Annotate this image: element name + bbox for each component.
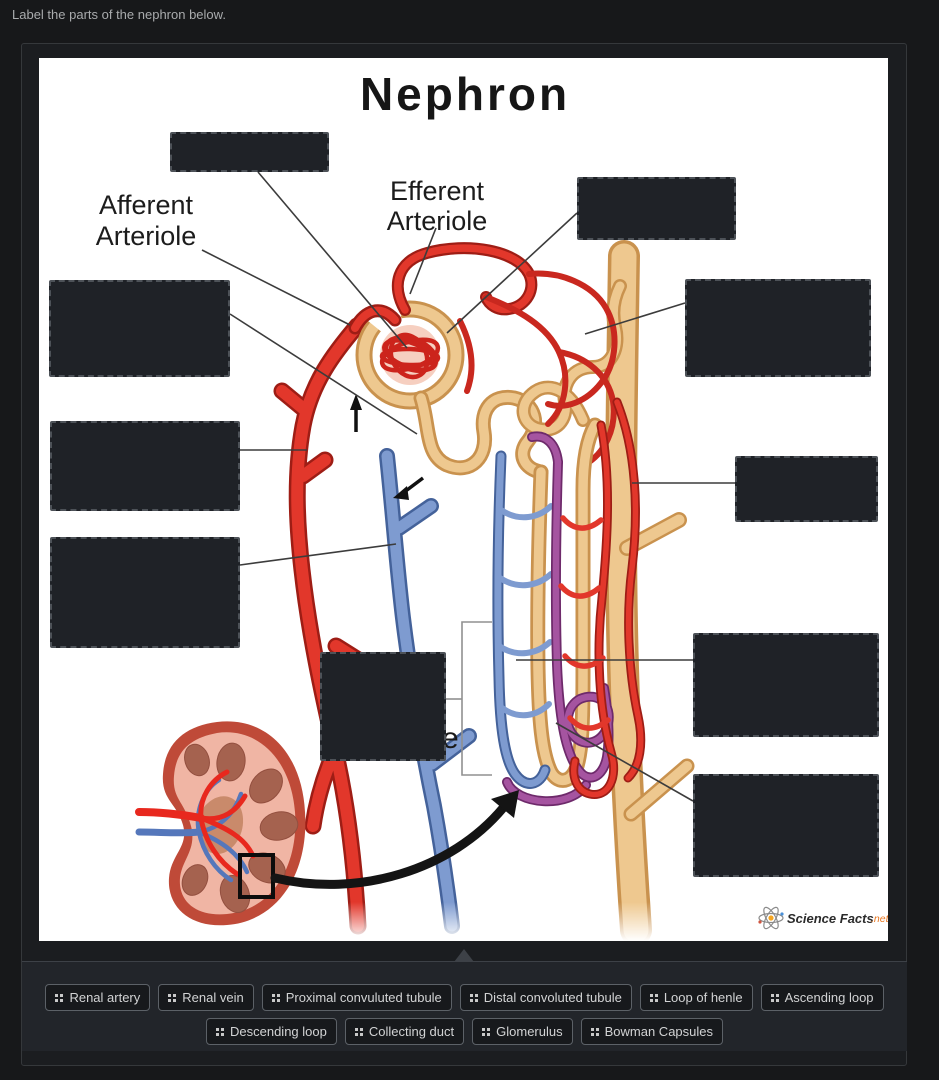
chip-loop-of-henle[interactable]: Loop of henle: [639, 984, 753, 1011]
drop-zone-right-middle[interactable]: [735, 456, 878, 522]
chip-label: Glomerulus: [496, 1024, 563, 1039]
loop-bracket: [446, 621, 492, 776]
drop-zone-top-center[interactable]: [170, 132, 329, 172]
drop-zone-left-middle[interactable]: [50, 421, 240, 511]
chip-distal-convoluted-tubule[interactable]: Distal convoluted tubule: [459, 984, 632, 1011]
drop-zone-left-upper[interactable]: [49, 280, 230, 377]
answer-chip-tray: Renal artery Renal vein Proximal convulu…: [22, 961, 907, 1051]
drag-handle-icon: [354, 1027, 363, 1036]
svg-text:Arteriole: Arteriole: [96, 221, 197, 251]
drag-handle-icon: [770, 993, 779, 1002]
chip-label: Descending loop: [230, 1024, 327, 1039]
drag-handle-icon: [590, 1027, 599, 1036]
logo-tld-text: .net: [871, 913, 888, 925]
proximal-tubule-shape: [413, 389, 549, 480]
chip-row-2: Descending loop Collecting duct Glomerul…: [206, 1018, 723, 1045]
chip-label: Renal artery: [69, 990, 141, 1005]
drag-handle-icon: [216, 1027, 224, 1036]
chip-label: Ascending loop: [784, 990, 874, 1005]
renal-artery-shape: [273, 317, 380, 935]
diagram-canvas: Nephron Afferent Arteriole Efferent Arte…: [39, 58, 888, 941]
chip-label: Collecting duct: [368, 1024, 455, 1039]
atom-icon: [758, 906, 784, 930]
drag-handle-icon: [271, 993, 280, 1002]
drag-handle-icon: [482, 1027, 491, 1036]
chip-renal-vein[interactable]: Renal vein: [158, 984, 254, 1011]
label-lines: [201, 171, 735, 802]
drag-handle-icon: [649, 993, 658, 1002]
instruction-text: Label the parts of the nephron below.: [12, 7, 226, 22]
zoom-arrow: [270, 790, 519, 889]
efferent-arteriole-label: Efferent Arteriole: [387, 176, 488, 236]
drop-zone-right-high[interactable]: [685, 279, 871, 377]
svg-text:Arteriole: Arteriole: [387, 206, 488, 236]
loop-of-henle-shape: [492, 397, 646, 807]
kidney-inset-illustration: [135, 721, 306, 926]
drop-zone-center-bottom[interactable]: [320, 652, 446, 761]
collecting-duct-shape: [605, 240, 695, 941]
chip-label: Renal vein: [182, 990, 244, 1005]
afferent-arteriole-label: Afferent Arteriole: [96, 190, 197, 251]
chip-label: Bowman Capsules: [604, 1024, 713, 1039]
drag-handle-icon: [55, 993, 64, 1002]
tray-caret-icon: [454, 949, 474, 962]
partial-letter-e: e: [442, 722, 459, 755]
sciencefacts-logo: Science Facts .net: [758, 906, 888, 930]
svg-text:Afferent: Afferent: [99, 190, 194, 220]
chip-row-1: Renal artery Renal vein Proximal convulu…: [45, 984, 884, 1011]
nephron-diagram: Nephron Afferent Arteriole Efferent Arte…: [96, 68, 888, 941]
arterioles-shape: [348, 242, 538, 335]
svg-text:Efferent: Efferent: [390, 176, 485, 206]
diagram-title: Nephron: [360, 68, 570, 120]
chip-proximal-convuluted-tubule[interactable]: Proximal convuluted tubule: [261, 984, 452, 1011]
chip-label: Proximal convuluted tubule: [285, 990, 442, 1005]
chip-label: Loop of henle: [663, 990, 743, 1005]
chip-glomerulus[interactable]: Glomerulus: [472, 1018, 573, 1045]
chip-bowman-capsules[interactable]: Bowman Capsules: [580, 1018, 723, 1045]
drag-handle-icon: [469, 993, 478, 1002]
drop-zone-right-upper[interactable]: [577, 177, 736, 240]
chip-label: Distal convoluted tubule: [483, 990, 622, 1005]
chip-ascending-loop[interactable]: Ascending loop: [760, 984, 884, 1011]
logo-brand-text: Science Facts: [787, 911, 874, 926]
chip-renal-artery[interactable]: Renal artery: [45, 984, 151, 1011]
drop-zone-right-bottom[interactable]: [693, 774, 879, 877]
capillary-tangle-shape: [457, 270, 618, 468]
drag-handle-icon: [168, 993, 177, 1002]
drop-zone-right-lower[interactable]: [693, 633, 879, 737]
glomerulus-shape: [379, 325, 441, 385]
chip-descending-loop[interactable]: Descending loop: [206, 1018, 337, 1045]
drop-zone-left-lower[interactable]: [50, 537, 240, 648]
chip-collecting-duct[interactable]: Collecting duct: [344, 1018, 465, 1045]
